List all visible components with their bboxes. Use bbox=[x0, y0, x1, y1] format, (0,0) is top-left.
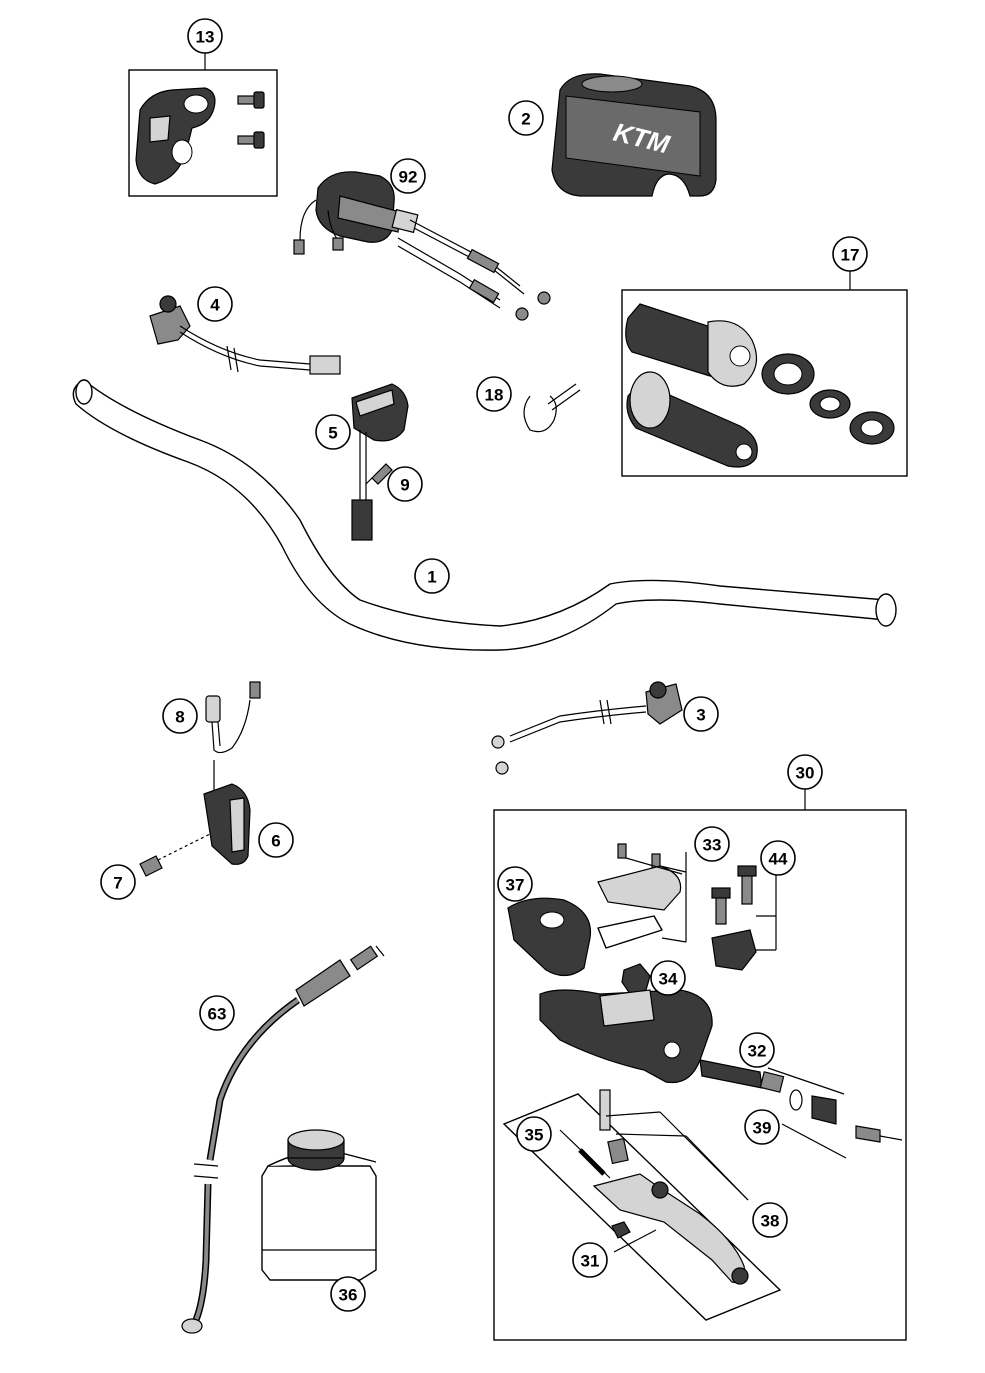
part-37-clamp-guard bbox=[507, 897, 592, 977]
part-4-switch-cable bbox=[149, 295, 341, 375]
part-3-switch-cable bbox=[491, 681, 683, 775]
callout-39: 39 bbox=[744, 1109, 780, 1145]
callout-18: 18 bbox=[476, 376, 512, 412]
callout-92: 92 bbox=[390, 158, 426, 194]
svg-text:31: 31 bbox=[581, 1252, 600, 1271]
callout-37: 37 bbox=[497, 866, 533, 902]
master-cylinder-body bbox=[539, 989, 713, 1084]
part-17-grips-kit bbox=[621, 270, 908, 477]
callout-3: 3 bbox=[683, 696, 719, 732]
svg-text:3: 3 bbox=[696, 706, 705, 725]
svg-text:37: 37 bbox=[506, 876, 525, 895]
part-1-handlebar bbox=[72, 379, 897, 651]
svg-text:4: 4 bbox=[210, 296, 220, 315]
part-8-switch-wire bbox=[205, 681, 261, 754]
svg-text:32: 32 bbox=[748, 1042, 767, 1061]
svg-text:30: 30 bbox=[796, 764, 815, 783]
callout-34: 34 bbox=[650, 960, 686, 996]
part-92-throttle-assembly bbox=[293, 171, 551, 321]
part-39-boot bbox=[781, 1089, 903, 1159]
svg-text:13: 13 bbox=[196, 28, 215, 47]
part-36-brake-fluid bbox=[261, 1129, 377, 1281]
svg-text:38: 38 bbox=[761, 1212, 780, 1231]
grip-clutch-side bbox=[626, 371, 758, 468]
svg-text:18: 18 bbox=[485, 386, 504, 405]
callout-5: 5 bbox=[315, 414, 351, 450]
callout-2: 2 bbox=[508, 100, 544, 136]
svg-text:5: 5 bbox=[328, 424, 337, 443]
callout-6: 6 bbox=[258, 822, 294, 858]
callout-33: 33 bbox=[694, 826, 730, 862]
callout-44: 44 bbox=[760, 840, 796, 876]
part-9-bulb bbox=[365, 463, 393, 485]
part-7-screw bbox=[139, 833, 211, 877]
svg-text:34: 34 bbox=[659, 970, 678, 989]
callout-9: 9 bbox=[387, 466, 423, 502]
part-2-bar-pad: KTM bbox=[551, 73, 717, 197]
part-30-master-cylinder-kit bbox=[493, 788, 907, 1341]
part-6-brake-switch bbox=[203, 760, 251, 865]
svg-text:17: 17 bbox=[841, 246, 860, 265]
part-5-start-switch bbox=[351, 383, 409, 541]
svg-text:2: 2 bbox=[521, 110, 530, 129]
callout-7: 7 bbox=[100, 864, 136, 900]
part-35-adjuster-pin bbox=[559, 1129, 611, 1179]
callout-63: 63 bbox=[199, 995, 235, 1031]
throttle-cable-lower bbox=[397, 237, 529, 321]
svg-text:1: 1 bbox=[427, 568, 436, 587]
part-44-clamp-bolts bbox=[711, 865, 777, 971]
callout-38: 38 bbox=[752, 1202, 788, 1238]
callout-30: 30 bbox=[787, 754, 823, 790]
callout-17: 17 bbox=[832, 236, 868, 272]
part-34-nut bbox=[621, 963, 651, 995]
svg-text:33: 33 bbox=[703, 836, 722, 855]
svg-text:8: 8 bbox=[175, 708, 184, 727]
callout-8: 8 bbox=[162, 698, 198, 734]
callout-4: 4 bbox=[197, 286, 233, 322]
svg-text:63: 63 bbox=[208, 1005, 227, 1024]
callout-31: 31 bbox=[572, 1242, 608, 1278]
svg-text:44: 44 bbox=[769, 850, 788, 869]
callout-13: 13 bbox=[187, 18, 223, 54]
grip-throttle-side bbox=[625, 303, 758, 387]
throttle-cable-upper bbox=[409, 219, 551, 305]
svg-text:36: 36 bbox=[339, 1286, 358, 1305]
callout-32: 32 bbox=[739, 1032, 775, 1068]
svg-text:39: 39 bbox=[753, 1119, 772, 1138]
callout-35: 35 bbox=[516, 1116, 552, 1152]
part-31-lever-kit bbox=[502, 1089, 782, 1321]
svg-text:35: 35 bbox=[525, 1126, 544, 1145]
part-18-cable-tie bbox=[523, 383, 581, 433]
svg-text:6: 6 bbox=[271, 832, 280, 851]
callout-36: 36 bbox=[330, 1276, 366, 1312]
svg-text:92: 92 bbox=[399, 168, 418, 187]
part-13-clamp-kit bbox=[128, 50, 278, 197]
clamp-bolt-upper bbox=[237, 91, 265, 109]
clamp-bolt-lower bbox=[237, 131, 265, 149]
svg-text:9: 9 bbox=[400, 476, 409, 495]
part-32-piston bbox=[699, 1059, 845, 1095]
callout-1: 1 bbox=[414, 558, 450, 594]
svg-text:7: 7 bbox=[113, 874, 122, 893]
part-63-hydraulic-hose bbox=[181, 945, 385, 1334]
part-33-reservoir-cover bbox=[597, 843, 687, 949]
